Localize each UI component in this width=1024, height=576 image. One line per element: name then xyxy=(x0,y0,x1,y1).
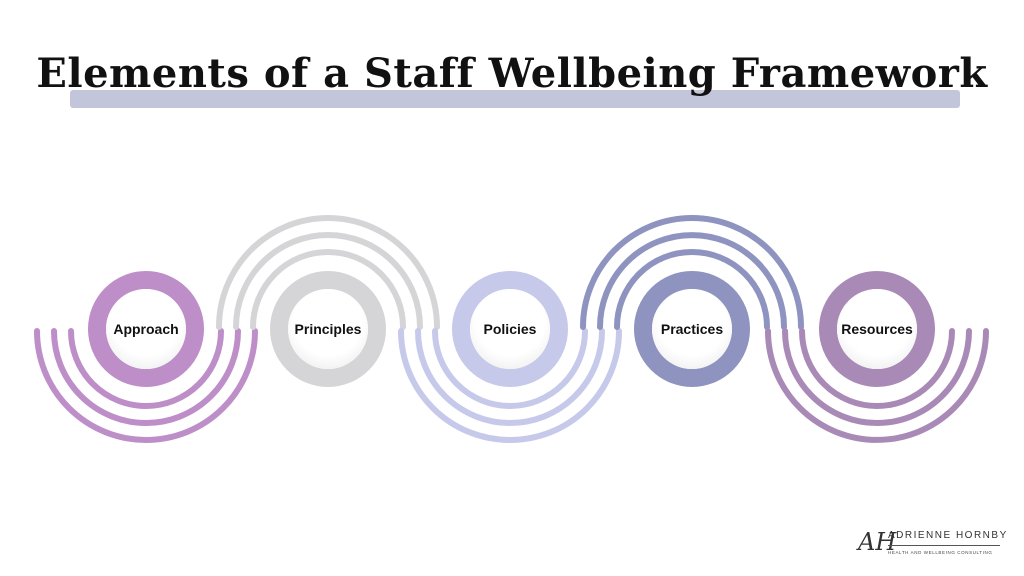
element-arc xyxy=(614,249,770,330)
element-arc xyxy=(34,328,258,443)
element-ring xyxy=(819,271,935,387)
element-approach: Approach xyxy=(106,289,186,369)
element-practices: Practices xyxy=(652,289,732,369)
element-ring xyxy=(88,271,204,387)
logo-tagline: HEALTH AND WELLBEING CONSULTING xyxy=(888,550,993,555)
element-arc xyxy=(580,215,804,330)
page-title: Elements of a Staff Wellbeing Framework xyxy=(36,50,988,97)
element-ring xyxy=(634,271,750,387)
element-arc xyxy=(799,328,955,409)
element-arc xyxy=(782,328,972,426)
element-arc xyxy=(415,328,605,426)
element-principles: Principles xyxy=(288,289,368,369)
element-arc xyxy=(250,249,406,330)
element-arc xyxy=(51,328,241,426)
element-arc xyxy=(398,328,622,443)
logo-divider xyxy=(888,545,1000,546)
element-arc xyxy=(233,232,423,330)
element-arc xyxy=(765,328,989,443)
title-highlight xyxy=(70,90,960,108)
logo-name: ADRIENNE HORNBY xyxy=(888,530,1008,541)
brand-logo: AH ADRIENNE HORNBY HEALTH AND WELLBEING … xyxy=(858,528,1008,558)
element-ring xyxy=(270,271,386,387)
element-arc xyxy=(68,328,224,409)
element-policies: Policies xyxy=(470,289,550,369)
element-resources: Resources xyxy=(837,289,917,369)
element-arc xyxy=(216,215,440,330)
logo-monogram: AH xyxy=(858,528,897,556)
element-arc xyxy=(432,328,588,409)
element-ring xyxy=(452,271,568,387)
element-arc xyxy=(597,232,787,330)
